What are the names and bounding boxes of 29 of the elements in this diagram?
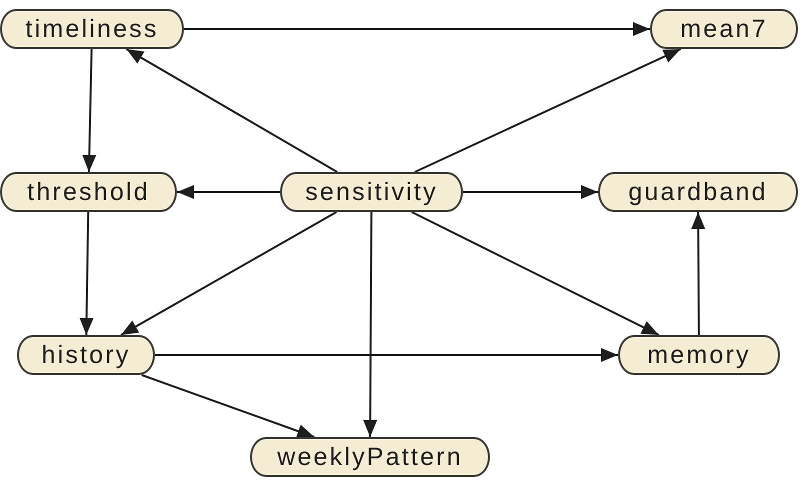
rounded-node (598, 172, 798, 212)
arrow (463, 185, 598, 199)
arrow (414, 48, 682, 173)
arrow (141, 374, 315, 438)
node-label: threshold (27, 180, 150, 204)
arrow (177, 185, 280, 199)
node-label: history (41, 342, 131, 368)
rounded-node (0, 9, 184, 49)
node-label: weeklyPattern (277, 444, 463, 470)
rounded-node (17, 335, 155, 375)
rounded-node (280, 172, 463, 212)
rounded-node (0, 172, 177, 212)
node-label: mean7 (680, 16, 768, 42)
arrow (80, 212, 94, 336)
arrow (120, 211, 337, 336)
arrow (691, 212, 706, 335)
node-label: guardband (628, 180, 768, 204)
rounded-node (618, 335, 780, 375)
rounded-node (650, 9, 798, 49)
arrow (411, 211, 660, 336)
node-label: sensitivity (305, 180, 438, 204)
rounded-node (250, 437, 490, 477)
arrow (155, 348, 618, 362)
node-label: timeliness (25, 16, 159, 42)
arrow (363, 212, 378, 437)
arrow (184, 22, 650, 36)
arrow (126, 48, 338, 173)
node-label: memory (647, 342, 751, 368)
arrow (82, 48, 96, 172)
